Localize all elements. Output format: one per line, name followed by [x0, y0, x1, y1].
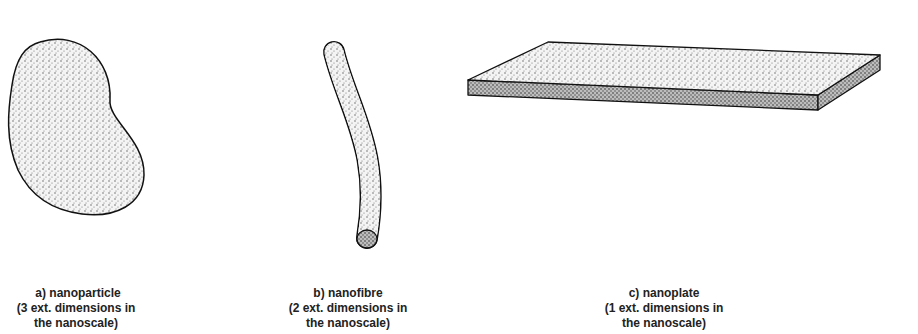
- caption-label: a) nanoparticle: [3, 286, 153, 301]
- caption-label: (3 ext. dimensions in the nanoscale): [14, 301, 138, 331]
- nanoplate-shape: [468, 42, 880, 110]
- caption-label: b) nanofibre: [273, 286, 423, 301]
- caption-label: (2 ext. dimensions in the nanoscale): [286, 301, 410, 331]
- caption-label: (1 ext. dimensions in the nanoscale): [602, 301, 726, 331]
- nanofibre-shape: [334, 52, 377, 248]
- caption-label: c) nanoplate: [589, 286, 739, 301]
- nanoparticle-shape: [9, 39, 144, 214]
